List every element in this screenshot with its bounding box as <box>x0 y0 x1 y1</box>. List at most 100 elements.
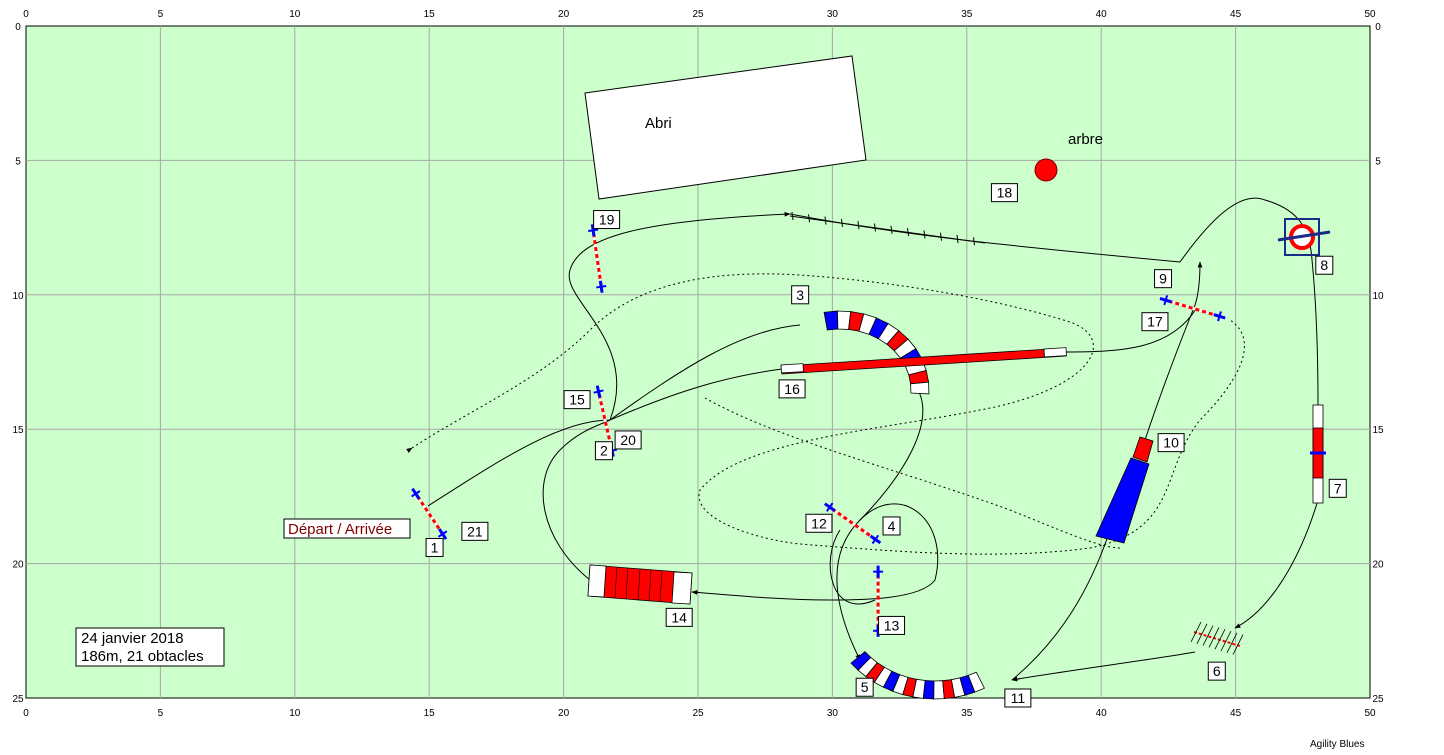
obstacle-number: 20 <box>614 430 642 450</box>
tire-8 <box>1277 218 1331 256</box>
svg-text:9: 9 <box>1159 271 1167 287</box>
svg-text:19: 19 <box>599 212 615 228</box>
svg-text:18: 18 <box>997 185 1013 201</box>
jump <box>1159 295 1226 322</box>
y-tick-left: 20 <box>12 560 24 571</box>
obstacle-number: 12 <box>805 513 833 533</box>
svg-text:2: 2 <box>600 443 608 459</box>
shelter: Abri <box>584 55 867 200</box>
svg-text:12: 12 <box>811 515 827 531</box>
svg-text:13: 13 <box>884 617 900 633</box>
x-tick-top: 15 <box>424 9 436 20</box>
svg-text:15: 15 <box>569 392 585 408</box>
obstacle-number: 14 <box>665 607 693 627</box>
obstacle-number: 19 <box>593 210 621 230</box>
dog-path <box>406 273 1245 555</box>
obstacle-number: 9 <box>1154 269 1173 289</box>
y-tick-left: 0 <box>15 22 21 33</box>
tree-label: arbre <box>1068 131 1103 148</box>
weave-pole <box>1196 623 1208 644</box>
svg-text:16: 16 <box>784 381 800 397</box>
x-tick-bottom: 5 <box>158 708 164 719</box>
x-tick-top: 10 <box>289 9 301 20</box>
weave-6 <box>1190 621 1244 655</box>
x-tick-top: 25 <box>692 9 704 20</box>
svg-text:10: 10 <box>1163 435 1179 451</box>
obstacle-number: 15 <box>563 390 591 410</box>
obstacle-number: 3 <box>791 285 810 305</box>
obstacle-number: 21 <box>461 521 489 541</box>
svg-text:17: 17 <box>1147 314 1163 330</box>
x-tick-top: 50 <box>1364 9 1376 20</box>
info-date: 24 janvier 2018 <box>81 630 184 647</box>
obstacle-number: 4 <box>882 516 901 536</box>
weave-pole <box>874 223 876 232</box>
svg-text:1: 1 <box>431 539 439 555</box>
jump <box>411 487 448 540</box>
x-tick-top: 35 <box>961 9 973 20</box>
x-tick-top: 30 <box>827 9 839 20</box>
svg-text:20: 20 <box>620 432 636 448</box>
chute-10 <box>1095 436 1154 544</box>
tunnel-5-11 <box>850 651 985 700</box>
axis-ticks: 0055101015152020252530303535404045455050… <box>12 9 1384 719</box>
weave-pole <box>1226 632 1238 653</box>
y-tick-right: 15 <box>1372 425 1384 436</box>
y-tick-right: 5 <box>1375 156 1381 167</box>
obstacle-number: 11 <box>1004 688 1032 708</box>
weave-pole <box>841 218 843 227</box>
y-tick-left: 15 <box>12 425 24 436</box>
y-tick-right: 20 <box>1372 560 1384 571</box>
start-finish-label: Départ / Arrivée <box>283 518 411 539</box>
svg-text:7: 7 <box>1334 480 1342 496</box>
obstacle-number: 17 <box>1141 312 1169 332</box>
x-tick-top: 45 <box>1230 9 1242 20</box>
weave-pole <box>791 211 794 221</box>
y-tick-right: 10 <box>1372 291 1384 302</box>
obstacle-number: 16 <box>778 379 806 399</box>
y-tick-right: 25 <box>1372 694 1384 705</box>
obstacle-number: 2 <box>594 441 613 461</box>
weave-pole <box>857 221 860 230</box>
svg-text:14: 14 <box>671 609 687 625</box>
tunnel-segment <box>910 381 930 395</box>
info-summary: 186m, 21 obtacles <box>81 648 204 665</box>
x-tick-bottom: 30 <box>827 708 839 719</box>
svg-text:8: 8 <box>1320 257 1328 273</box>
weave-pole <box>923 230 926 239</box>
tree: arbre <box>1034 131 1103 182</box>
course-path <box>427 197 1319 682</box>
x-tick-top: 20 <box>558 9 570 20</box>
start-finish-text: Départ / Arrivée <box>288 521 392 538</box>
info-box: 24 janvier 2018 186m, 21 obtacles <box>75 627 225 667</box>
obstacle-7 <box>1310 404 1326 504</box>
x-tick-bottom: 20 <box>558 708 570 719</box>
dog-walk-16 <box>780 347 1067 375</box>
svg-text:4: 4 <box>888 518 896 534</box>
jump <box>823 502 882 545</box>
svg-text:3: 3 <box>796 287 804 303</box>
x-tick-bottom: 50 <box>1364 708 1376 719</box>
weave-18 <box>789 211 986 246</box>
weave-pole <box>956 234 959 244</box>
obstacle-number: 18 <box>990 183 1018 203</box>
svg-text:11: 11 <box>1011 690 1026 706</box>
weave-pole <box>1208 627 1220 648</box>
svg-text:21: 21 <box>467 523 483 539</box>
obstacle-number: 13 <box>878 615 906 635</box>
x-tick-top: 5 <box>158 9 164 20</box>
weave-pole <box>973 237 975 246</box>
tunnel-segment <box>922 680 935 700</box>
weave-pole <box>1232 634 1244 655</box>
weave-pole <box>1220 630 1232 652</box>
tunnel-14 <box>587 564 693 605</box>
weave-pole <box>1202 625 1214 646</box>
x-tick-bottom: 25 <box>692 708 704 719</box>
x-tick-top: 0 <box>23 9 29 20</box>
weave-pole <box>808 214 810 223</box>
obstacle-number: 1 <box>425 537 444 557</box>
tunnel-3 <box>823 310 930 395</box>
